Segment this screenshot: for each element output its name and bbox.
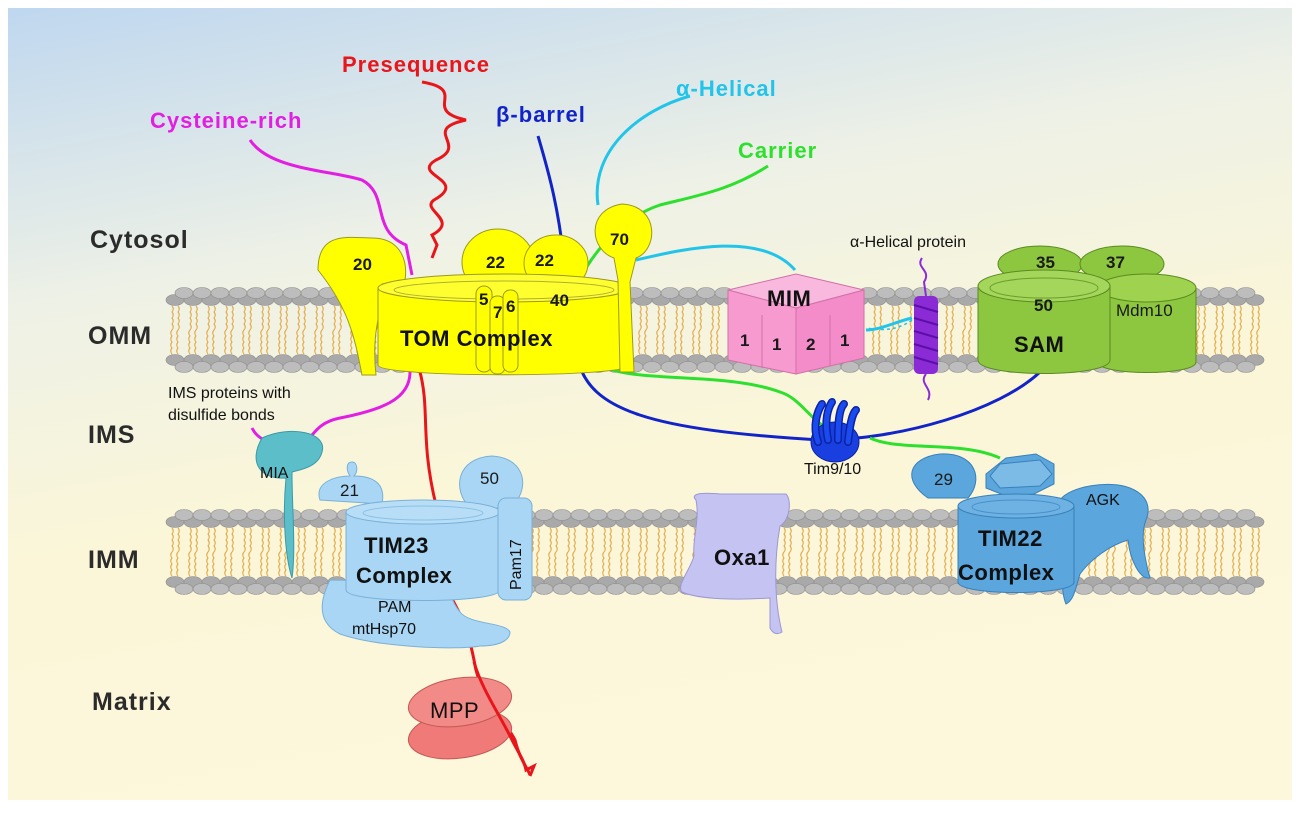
mthsp70-label: mtHsp70 — [352, 621, 416, 638]
tom22-a-label: 22 — [486, 253, 505, 272]
pam-label: PAM — [378, 599, 411, 616]
tim21 — [318, 461, 384, 505]
region-imm: IMM — [88, 546, 140, 574]
region-omm: OMM — [88, 322, 152, 350]
label-cysteine-rich: Cysteine-rich — [150, 108, 302, 133]
mim-sub-4: 1 — [840, 331, 849, 350]
tom5-label: 5 — [479, 290, 488, 309]
tim21-label: 21 — [340, 481, 359, 500]
oxa1: Oxa1 — [680, 492, 790, 635]
mia: MIA — [255, 431, 324, 579]
alpha-helical-protein-label: α-Helical protein — [850, 234, 966, 251]
alpha-helical-path — [595, 94, 913, 332]
tim22-barrel — [957, 505, 1075, 593]
oxa1-label: Oxa1 — [714, 545, 770, 570]
sam50-label: 50 — [1034, 296, 1053, 315]
region-ims: IMS — [88, 421, 135, 449]
tom7-label: 7 — [493, 303, 502, 322]
tom22-b-label: 22 — [535, 251, 554, 270]
ims-proteins-line2: disulfide bonds — [168, 407, 275, 424]
mim-sub-2: 1 — [772, 335, 781, 354]
ims-proteins-line1: IMS proteins with — [168, 385, 291, 402]
tim50-label: 50 — [480, 469, 499, 488]
tim22-complex: 29 AGK TIM22 Complex — [911, 453, 1151, 605]
pam17-label: Pam17 — [508, 539, 525, 590]
label-presequence: Presequence — [342, 52, 490, 77]
tim29-label: 29 — [934, 470, 953, 489]
tim23-complex: 21 50 Pam17 TIM23 Complex PAM mtHsp70 — [318, 455, 533, 649]
label-beta-barrel: β-barrel — [496, 102, 586, 127]
sam-complex: 35 37 50 Mdm10 SAM — [977, 245, 1197, 374]
tim22-label-line2: Complex — [958, 560, 1055, 585]
pam17 — [497, 497, 533, 601]
carrier-path — [576, 164, 1001, 460]
tim50 — [459, 455, 524, 509]
tom70 — [594, 203, 653, 373]
tom-complex-label: TOM Complex — [400, 326, 553, 351]
tim23-label-line2: Complex — [356, 563, 453, 588]
region-matrix: Matrix — [92, 688, 172, 716]
mim-sub-3: 2 — [806, 335, 815, 354]
tim29 — [911, 453, 977, 499]
background — [8, 8, 1292, 800]
tom6 — [502, 289, 519, 373]
sam37-label: 37 — [1106, 253, 1125, 272]
tim22-label-line1: TIM22 — [978, 526, 1043, 551]
tom20-label: 20 — [353, 255, 372, 274]
mim-sub-1: 1 — [740, 331, 749, 350]
alpha-helical-protein: α-Helical protein — [850, 234, 966, 401]
tom70-label: 70 — [610, 230, 629, 249]
mdm10-label: Mdm10 — [1116, 301, 1173, 320]
mim-label: MIM — [767, 286, 811, 311]
sam35-label: 35 — [1036, 253, 1055, 272]
cysteine-rich-path — [248, 139, 414, 441]
sam50 — [977, 285, 1111, 374]
region-cytosol: Cytosol — [90, 226, 189, 254]
label-alpha-helical: α-Helical — [676, 76, 777, 101]
mpp-label: MPP — [430, 698, 479, 723]
tom-complex: 20 22 22 5 7 6 40 TOM Complex 70 — [317, 203, 653, 376]
sam-label: SAM — [1014, 332, 1064, 357]
tom6-label: 6 — [506, 297, 515, 316]
tim9-10-label: Tim9/10 — [804, 461, 861, 478]
mim-complex: MIM 1 1 2 1 — [727, 273, 865, 375]
tim9-10: Tim9/10 — [804, 398, 861, 478]
label-carrier: Carrier — [738, 138, 817, 163]
tim23-label-line1: TIM23 — [364, 533, 429, 558]
agk-label: AGK — [1086, 492, 1120, 509]
tom40-label: 40 — [550, 291, 569, 310]
mia-label: MIA — [260, 465, 289, 482]
